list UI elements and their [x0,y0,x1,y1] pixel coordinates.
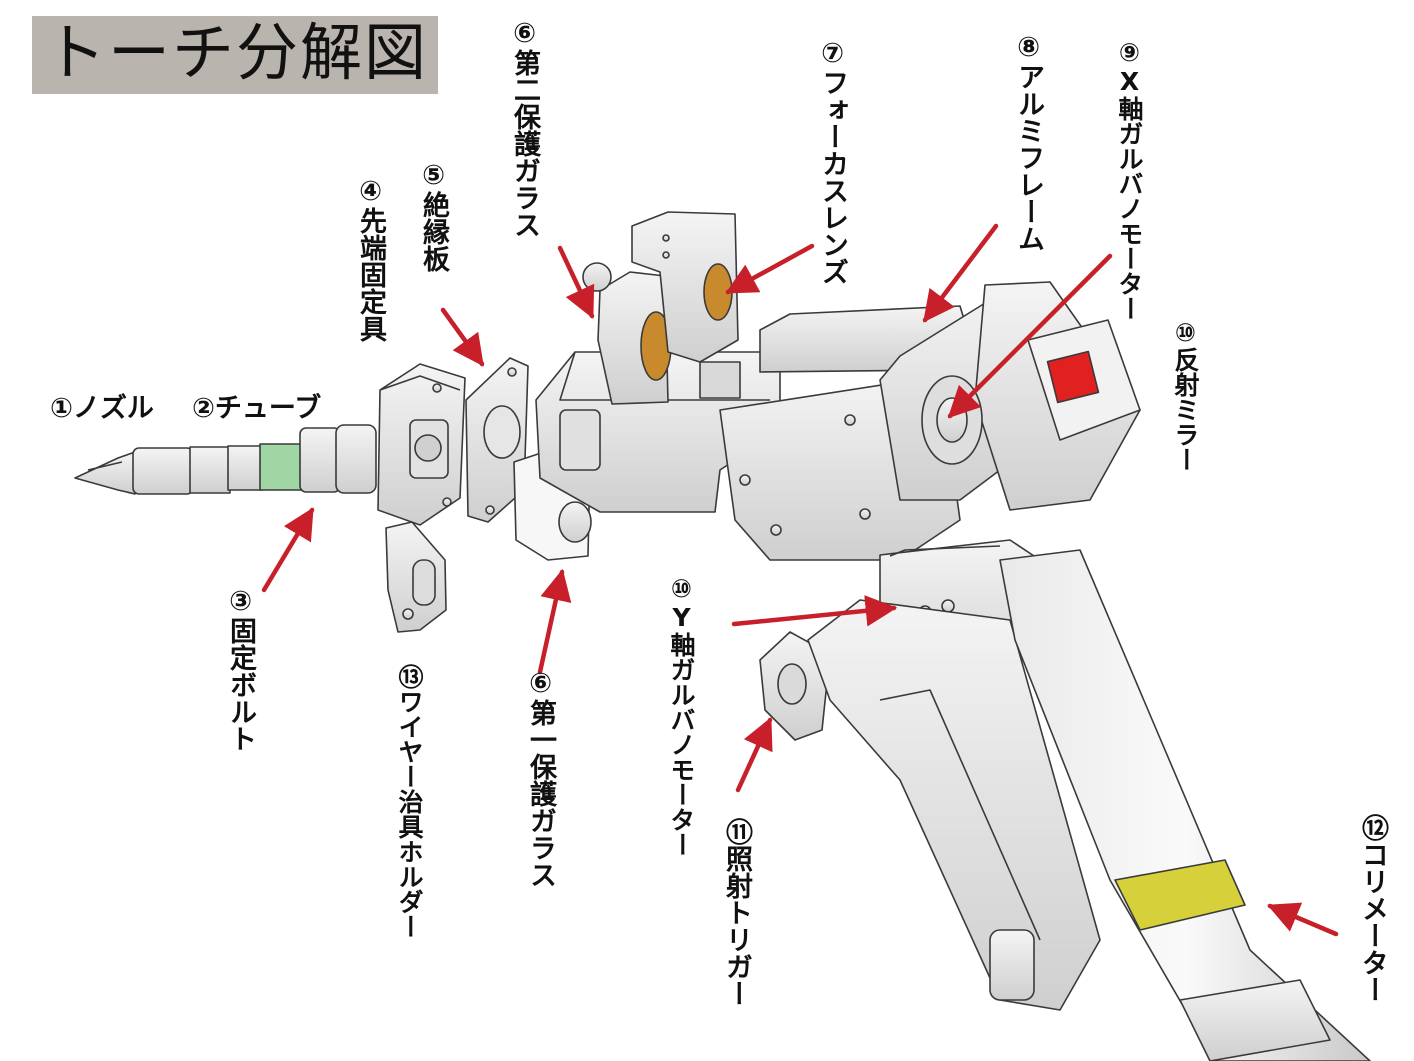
callout-reflecting-mirror-number: ⑩ [1171,318,1200,347]
collimator-part [999,549,1371,1061]
callout-focus-lens-text: フォーカスレンズ [817,69,848,285]
callout-insulation-plate-text: 絶縁板 [418,191,449,272]
callout-tip-fixture-number: ④ [355,176,386,207]
callout-tip-fixture: ④先端固定具 [355,176,386,342]
callout-first-protective-glass-text: 第一保護ガラス [525,699,556,888]
diagram-title: トーチ分解図 [44,16,429,89]
callout-reflecting-mirror: ⑩反射ミラー [1171,318,1200,472]
callout-x-axis-galvo-motor: ⑨X軸ガルバノモーター [1115,38,1144,321]
callout-aluminum-frame-number: ⑧ [1013,32,1044,63]
callout-trigger: ⑪照射トリガー [721,818,752,1007]
callout-second-protective-glass-text: 第二保護ガラス [509,49,540,238]
callout-collimator-number: ⑫ [1357,814,1388,841]
callout-aluminum-frame-text: アルミフレーム [1013,63,1044,252]
callout-fixing-bolt: ③固定ボルト [225,586,256,752]
trigger-part [759,631,831,741]
callout-tube: ②チューブ [192,394,321,423]
callout-wire-jig-holder-text: ワイヤー治具ホルダー [395,689,424,939]
callout-reflecting-mirror-text: 反射ミラー [1171,347,1200,472]
callout-focus-lens-number: ⑦ [817,38,848,69]
callout-trigger-number: ⑪ [721,818,752,845]
tube-part [227,424,377,494]
callout-second-protective-glass-number: ⑥ [509,18,540,49]
callout-focus-lens: ⑦フォーカスレンズ [817,38,848,285]
callout-y-axis-galvo-motor-text: Y軸ガルバノモーター [667,603,696,857]
callout-x-axis-galvo-motor-number: ⑨ [1115,38,1144,67]
callout-second-protective-glass: ⑥第二保護ガラス [509,18,540,238]
callout-fixing-bolt-number: ③ [225,586,256,617]
handle-part [807,599,1101,1011]
callout-nozzle-text: ノズル [72,393,154,424]
callout-wire-jig-holder-number: ⑬ [395,664,424,689]
callout-first-protective-glass-number: ⑥ [525,668,556,699]
tip-fixture-part [377,363,466,526]
callout-first-protective-glass: ⑥第一保護ガラス [525,668,556,888]
callout-collimator-text: コリメーター [1357,841,1388,1003]
callout-aluminum-frame: ⑧アルミフレーム [1013,32,1044,252]
callout-tube-number: ② [192,393,215,424]
callout-insulation-plate-number: ⑤ [418,160,449,191]
title-panel [32,16,438,94]
callout-y-axis-galvo-motor: ⑩Y軸ガルバノモーター [667,574,696,857]
callout-collimator: ⑫コリメーター [1357,814,1388,1003]
wire-jig-holder-part [385,521,447,633]
callout-wire-jig-holder: ⑬ワイヤー治具ホルダー [395,664,424,939]
callout-tip-fixture-text: 先端固定具 [355,207,386,342]
callout-fixing-bolt-text: 固定ボルト [225,617,256,752]
callout-trigger-text: 照射トリガー [721,845,752,1007]
callout-x-axis-galvo-motor-text: X軸ガルバノモーター [1115,67,1144,321]
callout-insulation-plate: ⑤絶縁板 [418,160,449,272]
optics-housing-part [535,351,781,513]
callout-nozzle-number: ① [50,393,73,424]
callout-tube-text: チューブ [214,393,322,424]
lens-cartridges-part [582,211,739,405]
callout-nozzle: ①ノズル [50,394,154,423]
nozzle-part [74,446,231,495]
callout-y-axis-galvo-motor-number: ⑩ [667,574,696,603]
